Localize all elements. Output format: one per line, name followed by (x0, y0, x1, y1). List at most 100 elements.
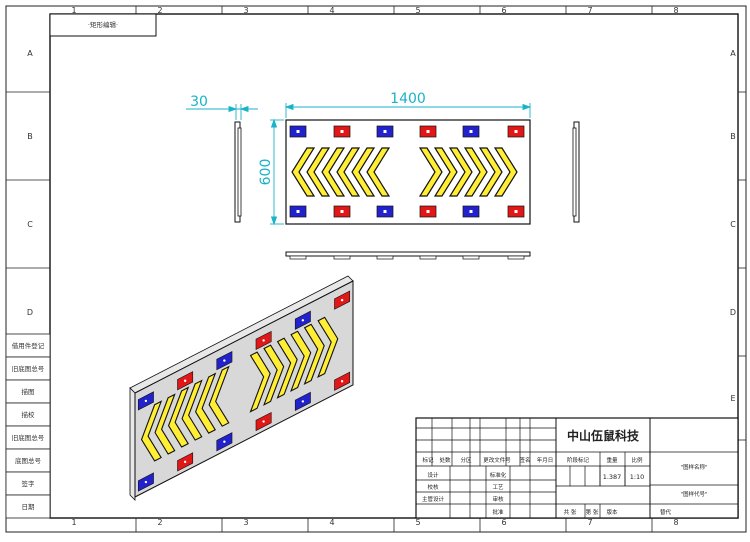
grid-column-label: 3 (243, 518, 248, 527)
grid-row-label: D (27, 308, 33, 317)
side-block-item: 旧底图总号 (12, 433, 45, 442)
title-block-text: 分区 (460, 456, 472, 464)
grid-column-label: 8 (673, 6, 678, 15)
title-block-text: 重量 (606, 456, 618, 464)
side-block-item: 日期 (22, 503, 36, 511)
title-block-text: 替代 (660, 508, 672, 516)
chevron (448, 147, 473, 197)
company-name: 中山伍鼠科技 (567, 428, 640, 443)
grid-row-label: E (730, 394, 735, 403)
grid-row-label: D (730, 308, 736, 317)
dimension-lines (186, 103, 532, 226)
left-side-view (234, 121, 242, 223)
side-block-item: 描图 (22, 387, 35, 396)
iso-chevron (167, 386, 190, 448)
title-block-text: 主管设计 (422, 495, 445, 503)
iso-panel-face (134, 280, 354, 498)
iso-chevron (249, 351, 271, 413)
title-block-text: 工艺 (492, 484, 504, 491)
side-block-item: 旧底图总号 (12, 364, 45, 373)
chevron (306, 147, 331, 197)
side-block-item: 签字 (22, 479, 36, 488)
iso-reflectors (137, 290, 351, 492)
grid-row-label: C (27, 220, 33, 229)
header-box-text: ·矩形编辑· (88, 20, 118, 29)
title-block-text: 批准 (492, 508, 504, 516)
header-box (49, 13, 157, 37)
grid-column-label: 7 (587, 6, 592, 15)
iso-chevron (317, 316, 339, 379)
front-chevrons (291, 147, 518, 197)
grid-column-label: 2 (157, 518, 162, 527)
title-block-text: 共 张 (564, 508, 577, 516)
title-block-text: 签名 (519, 456, 530, 464)
grid-column-label: 1 (71, 6, 76, 15)
chevron (463, 147, 488, 197)
title-block-text: 更改文件号 (483, 456, 511, 464)
chevron (321, 147, 346, 197)
grid-column-label: 4 (329, 518, 334, 527)
sheet-outer-border (5, 5, 747, 533)
title-block-text: 校核 (427, 483, 439, 491)
chevron (493, 147, 518, 197)
grid-column-label: 6 (501, 6, 506, 15)
iso-chevron (140, 400, 163, 462)
title-block-text: 比例 (631, 456, 643, 464)
side-block-item: 描校 (22, 410, 36, 419)
iso-panel-side (129, 387, 136, 501)
title-block-text: 标记 (422, 456, 434, 464)
title-block-text: 阶段标记 (567, 456, 590, 464)
iso-chevron (181, 379, 203, 441)
chevron (366, 147, 391, 197)
grid-column-label: 6 (501, 518, 506, 527)
title-block-text: 处数 (439, 456, 451, 464)
front-reflectors (289, 125, 525, 218)
title-block-text: 第 张 (586, 508, 599, 516)
chevron (291, 147, 316, 197)
scale-value: 1:10 (630, 473, 645, 481)
iso-chevron (290, 330, 312, 392)
chevron (433, 147, 458, 197)
grid-row-label: A (27, 49, 33, 58)
dimension-height-label: 600 (258, 159, 274, 186)
title-block-text: 标准化 (490, 471, 507, 479)
iso-chevron (208, 365, 230, 427)
weight-value: 1.387 (603, 473, 622, 481)
grid-row-label: C (730, 220, 736, 229)
grid-row-label: A (730, 49, 736, 58)
drawing-name: "图样名称" (680, 463, 707, 471)
iso-chevron (263, 344, 285, 406)
right-side-view (572, 121, 580, 223)
side-block-item: 借用件登记 (12, 341, 45, 350)
chevron (351, 147, 376, 197)
grid-row-label: B (27, 132, 33, 141)
grid-column-label: 7 (587, 518, 592, 527)
title-block: 中山伍鼠科技标记处数 分区 更改文件号签名年月日设计 标准化校核 工艺主管设计 审核批准 阶… (415, 417, 739, 519)
grid-column-label: 5 (415, 6, 420, 15)
chevron (418, 147, 443, 197)
dimension-width-label: 1400 (390, 91, 426, 107)
isometric-view (129, 275, 354, 501)
grid-column-label: 4 (329, 6, 334, 15)
iso-chevron (154, 393, 176, 455)
title-block-text: 版本 (606, 508, 618, 516)
bottom-view (285, 251, 531, 260)
dimension-thickness-label: 30 (190, 94, 208, 110)
grid-column-label: 8 (673, 518, 678, 527)
title-block-text: 审核 (492, 495, 504, 503)
title-block-text: 设计 (427, 471, 439, 479)
iso-chevron (194, 372, 217, 434)
iso-chevron (303, 323, 325, 386)
grid-column-label: 3 (243, 6, 248, 15)
iso-chevron (276, 337, 298, 399)
grid-row-label: B (730, 132, 736, 141)
side-block-item: 底图总号 (15, 456, 42, 465)
title-block-text: 年月日 (537, 456, 554, 464)
drawing-code: "图样代号" (680, 490, 707, 498)
grid-column-label: 2 (157, 6, 162, 15)
grid-column-label: 1 (71, 518, 76, 527)
chevron (478, 147, 503, 197)
